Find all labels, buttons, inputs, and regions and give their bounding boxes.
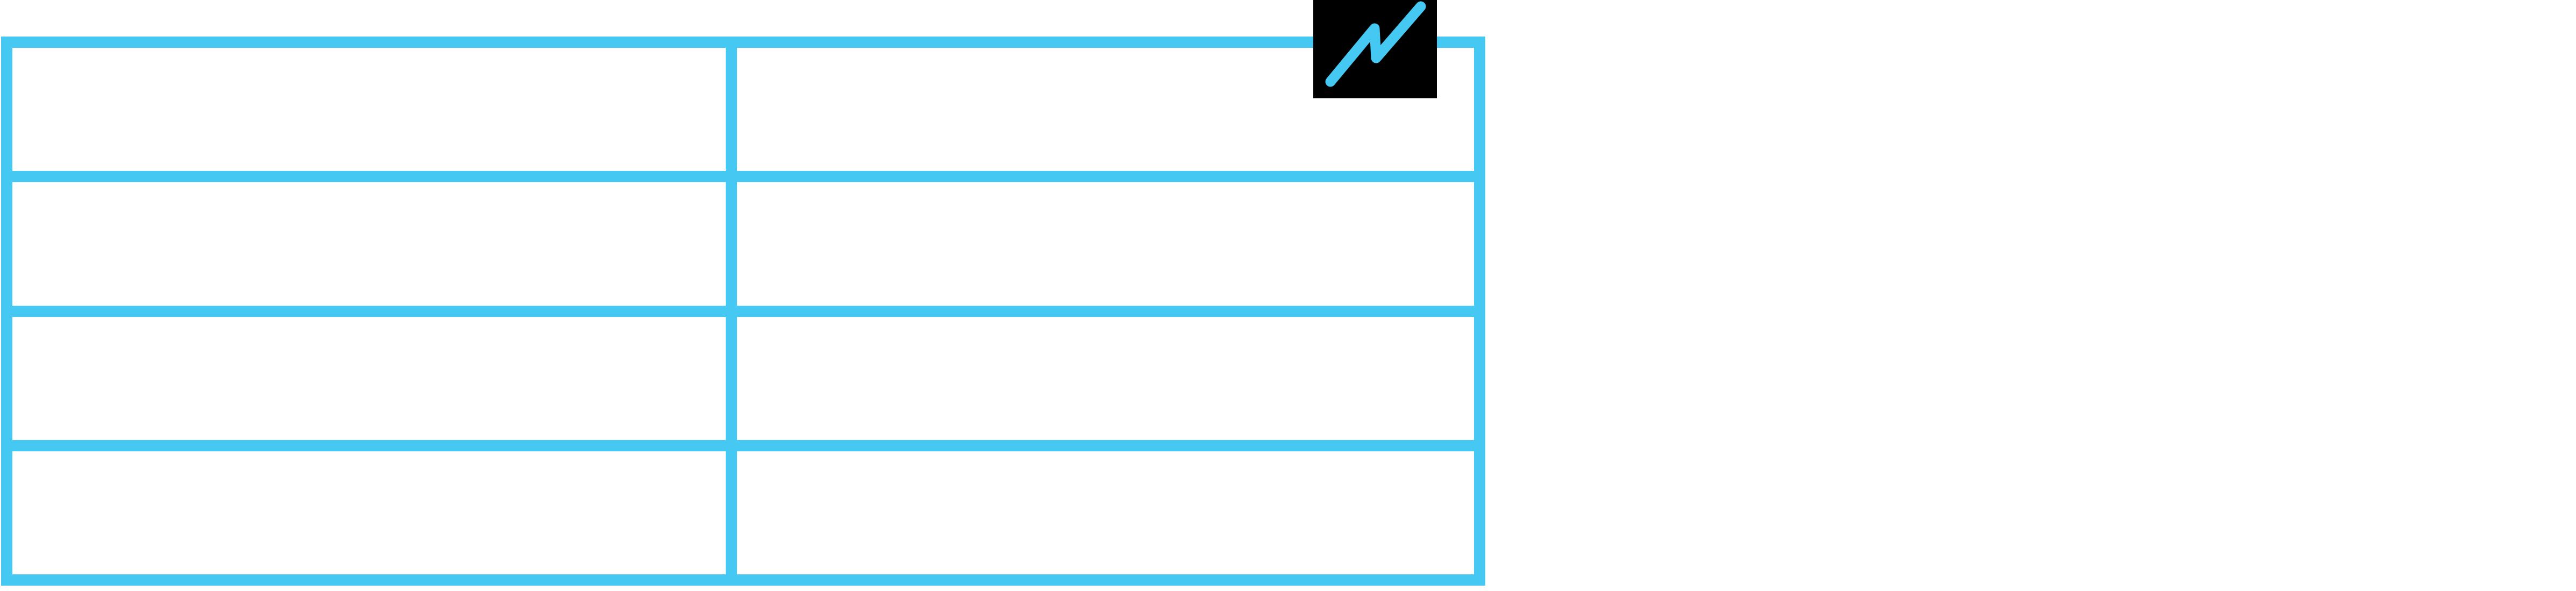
trend-line-icon — [1325, 1, 1426, 87]
table-cell — [12, 451, 726, 574]
table-cell — [12, 48, 726, 171]
highlighted-table — [1, 37, 1485, 586]
table-cell — [12, 182, 726, 306]
table-cell — [736, 182, 1474, 306]
table-grid — [12, 48, 1474, 574]
table-cell — [12, 316, 726, 440]
table-cell — [736, 451, 1474, 574]
element-type-badge[interactable] — [1313, 0, 1437, 98]
table-cell — [736, 316, 1474, 440]
